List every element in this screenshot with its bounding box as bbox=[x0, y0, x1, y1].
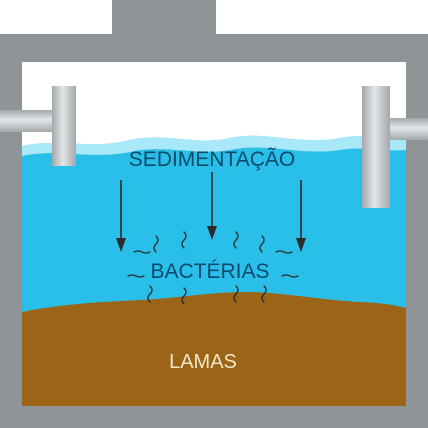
sludge-label: LAMAS bbox=[169, 351, 237, 373]
down-arrow-icon bbox=[296, 180, 306, 252]
down-arrow-icon bbox=[207, 172, 217, 240]
sedimentation-label: SEDIMENTAÇÃO bbox=[129, 147, 295, 171]
outlet-pipe-vertical bbox=[362, 86, 390, 208]
bacteria-label: BACTÉRIAS bbox=[150, 260, 269, 283]
inlet-pipe-vertical bbox=[52, 86, 76, 166]
outlet-pipe-horizontal bbox=[386, 118, 428, 140]
sludge-layer bbox=[22, 292, 406, 406]
down-arrow-icon bbox=[116, 180, 126, 252]
water-surface-highlight bbox=[22, 135, 406, 156]
inlet-pipe-horizontal bbox=[0, 110, 56, 132]
tank-access-chimney bbox=[112, 0, 216, 36]
squiggle-icon bbox=[127, 231, 299, 305]
